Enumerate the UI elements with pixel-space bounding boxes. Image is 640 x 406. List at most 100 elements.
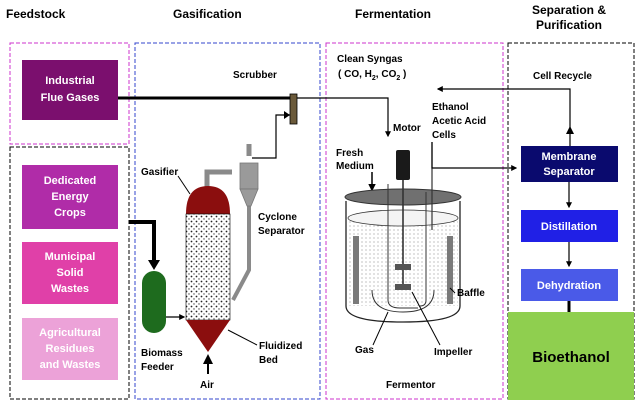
impeller-label: Impeller — [434, 347, 472, 358]
gasifier — [185, 186, 231, 352]
cyclone-label-1: Cyclone — [258, 212, 297, 223]
impeller-pointer — [411, 291, 441, 346]
gasifier-outlet-pipe — [204, 169, 232, 192]
municipal-label-3: Wastes — [51, 283, 89, 295]
dehydration-box-bg — [521, 269, 618, 301]
biomass-feeder-label-1: Biomass — [141, 348, 183, 359]
membrane-separator-box: Membrane Separator — [521, 146, 618, 182]
sample-tube — [419, 192, 427, 307]
gasifier-top — [186, 186, 230, 214]
motor-label: Motor — [393, 123, 421, 134]
impeller-lower — [395, 284, 411, 290]
municipal-wastes-box: Municipal Solid Wastes — [22, 242, 118, 304]
ethanol-cells-label-1: Ethanol — [432, 102, 469, 113]
header-fermentation: Fermentation — [355, 7, 431, 21]
scrubber-label: Scrubber — [233, 70, 277, 81]
fresh-medium-label-1: Fresh — [336, 148, 363, 159]
membrane-box-bg — [521, 146, 618, 182]
membrane-label-1: Membrane — [541, 151, 596, 163]
distillation-box: Distillation — [521, 210, 618, 242]
syngas-open: ( CO, H — [338, 69, 372, 80]
cyclone-separator — [239, 162, 259, 207]
biomass-feeder — [142, 271, 166, 333]
agricultural-label-2: Residues — [46, 343, 95, 355]
header-feedstock: Feedstock — [6, 7, 66, 21]
broth-to-membrane-line — [431, 142, 518, 171]
clean-syngas-line — [297, 97, 391, 138]
co2-subscript: 2 — [396, 75, 400, 82]
baffle-label: Baffle — [457, 288, 485, 299]
syngas-composition: ( CO, H2, CO2 ) — [338, 69, 406, 82]
ethanol-cells-label-3: Cells — [432, 130, 456, 141]
sparger-ring — [371, 289, 435, 313]
fluidized-bed-label-2: Bed — [259, 355, 278, 366]
fermentor-wall — [345, 201, 461, 323]
gas-label: Gas — [355, 345, 374, 356]
energy-crops-box: Dedicated Energy Crops — [22, 165, 118, 229]
scrubber-unit — [289, 93, 298, 125]
syngas-close: ) — [400, 69, 406, 80]
baffle-pointer — [449, 287, 456, 294]
municipal-label-2: Solid — [57, 267, 84, 279]
frame-separation — [507, 42, 635, 400]
municipal-box-bg — [22, 242, 118, 304]
feedstock-to-feeder-arrow — [129, 220, 156, 262]
fluidized-bed-pointer — [227, 329, 258, 346]
cyclone-return-pipe — [231, 205, 251, 301]
industrial-label-1: Industrial — [45, 75, 95, 87]
energy-crops-label-1: Dedicated — [44, 175, 97, 187]
membrane-label-2: Separator — [543, 166, 595, 178]
bioethanol-box: Bioethanol — [508, 312, 634, 400]
biomass-feeder-label-2: Feeder — [141, 362, 174, 373]
fermentor-label: Fermentor — [386, 380, 436, 391]
gasifier-bottom — [186, 320, 230, 352]
h2-subscript: 2 — [372, 75, 376, 82]
cell-recycle-upward-arrow — [566, 126, 574, 134]
municipal-label-1: Municipal — [45, 251, 96, 263]
gas-pointer — [372, 311, 389, 346]
header-purification: Purification — [536, 18, 602, 32]
agricultural-residues-box: Agricultural Residues and Wastes — [22, 318, 118, 380]
bioethanol-box-bg — [508, 312, 634, 400]
impeller-upper — [395, 264, 411, 270]
cell-recycle-label: Cell Recycle — [533, 71, 592, 82]
distillation-label: Distillation — [541, 221, 598, 233]
air-label: Air — [200, 380, 214, 391]
header-gasification: Gasification — [173, 7, 242, 21]
fermentor-vessel — [344, 142, 462, 323]
frame-biomass-feedstock — [9, 146, 130, 400]
fluidized-bed-label-1: Fluidized — [259, 341, 302, 352]
agricultural-label-3: and Wastes — [40, 359, 101, 371]
frame-fermentation — [325, 42, 504, 400]
energy-crops-box-bg — [22, 165, 118, 229]
gasifier-label: Gasifier — [141, 167, 178, 178]
cyclone-label-2: Separator — [258, 226, 305, 237]
clean-syngas-label: Clean Syngas — [337, 54, 403, 65]
fresh-medium-label-2: Medium — [336, 161, 374, 172]
dehydration-label: Dehydration — [537, 280, 601, 292]
agricultural-box-bg — [22, 318, 118, 380]
bioethanol-label: Bioethanol — [532, 349, 610, 366]
header-separation: Separation & — [532, 3, 606, 17]
fluidized-bed-particles — [185, 213, 231, 321]
ethanol-cells-label-2: Acetic Acid — [432, 116, 486, 127]
gasifier-pointer — [177, 175, 191, 195]
dehydration-box: Dehydration — [521, 269, 618, 301]
industrial-label-2: Flue Gases — [41, 92, 100, 104]
industrial-flue-gases-box: Industrial Flue Gases — [22, 60, 118, 120]
agricultural-label-1: Agricultural — [39, 327, 101, 339]
frame-flue-gases — [9, 42, 130, 145]
feedstock-arrowhead — [148, 260, 160, 270]
scrubber-inlet-arrow — [284, 111, 290, 119]
motor-unit — [396, 150, 410, 180]
cyclone-cone — [239, 188, 259, 207]
gas-sparger-pipe — [387, 184, 418, 309]
distillation-box-bg — [521, 210, 618, 242]
energy-crops-label-2: Energy — [51, 191, 89, 203]
energy-crops-label-3: Crops — [54, 207, 86, 219]
baffle-left — [353, 236, 359, 304]
baffle-right — [447, 236, 453, 304]
industrial-box-bg — [22, 60, 118, 120]
cyclone-to-scrubber-line — [252, 114, 290, 159]
